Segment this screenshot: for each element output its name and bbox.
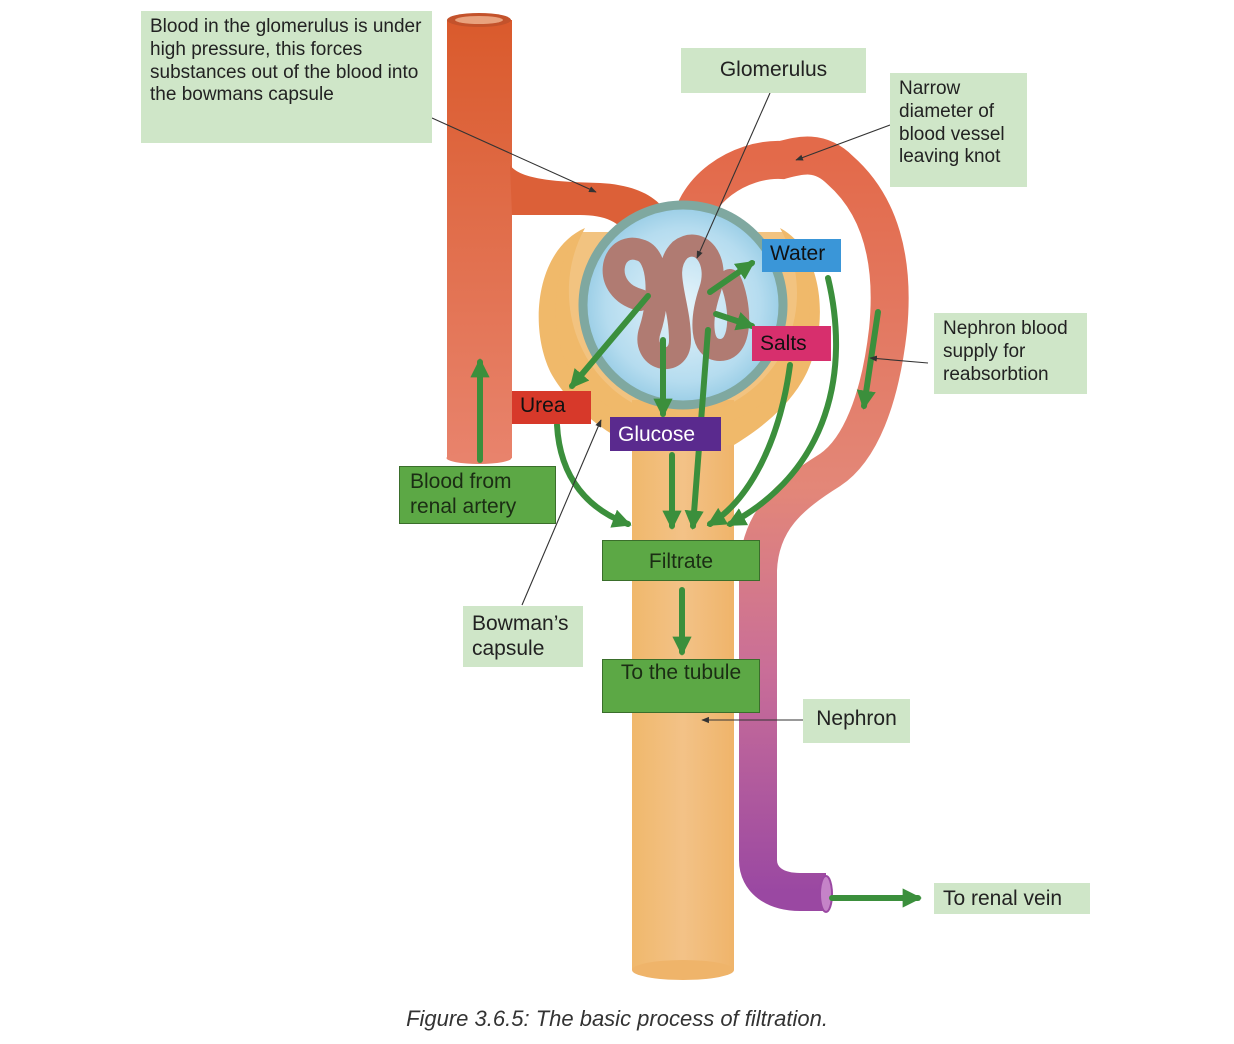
leader-reabsorption: [869, 355, 929, 364]
to-tubule-box: To the tubule: [602, 659, 760, 713]
glucose-tag: Glucose: [610, 417, 721, 451]
filtrate-box: Filtrate: [602, 540, 760, 581]
salts-tag: Salts: [752, 326, 831, 361]
glomerulus-label: Glomerulus: [681, 48, 866, 93]
pressure-note: Blood in the glomerulus is under high pr…: [141, 11, 432, 143]
renal-vein-opening: [819, 875, 833, 913]
arrow-water-to-filtrate: [726, 275, 840, 527]
water-tag: Water: [762, 239, 841, 272]
glomerulus-capillary-loop: [602, 234, 750, 369]
nephron-label: Nephron: [803, 699, 910, 743]
arrow-salts-to-filtrate: [706, 362, 793, 527]
narrow-diameter-note: Narrow diameter of blood vessel leaving …: [890, 73, 1027, 187]
leader-pressure: [431, 117, 597, 193]
urea-tag: Urea: [512, 391, 591, 424]
leader-bowmans: [521, 419, 602, 606]
arrow-urea-to-filtrate: [554, 422, 632, 528]
reabsorption-note: Nephron blood supply for reabsorbtion: [934, 313, 1087, 394]
flow-arrows: [470, 260, 922, 908]
figure-caption: Figure 3.6.5: The basic process of filtr…: [406, 1006, 828, 1031]
glomerulus: [578, 200, 788, 410]
leader-glomerulus: [696, 92, 771, 259]
arrow-to-water: [707, 260, 756, 295]
blood-from-renal-artery-box: Blood from renal artery: [399, 466, 556, 524]
leader-lines: [431, 92, 929, 724]
renal-vein-label: To renal vein: [934, 883, 1090, 914]
arrow-to-salts: [713, 311, 756, 331]
bowmans-capsule-label: Bowman’s capsule: [463, 606, 583, 667]
arrow-to-urea: [569, 293, 651, 389]
leader-narrow: [795, 124, 891, 161]
